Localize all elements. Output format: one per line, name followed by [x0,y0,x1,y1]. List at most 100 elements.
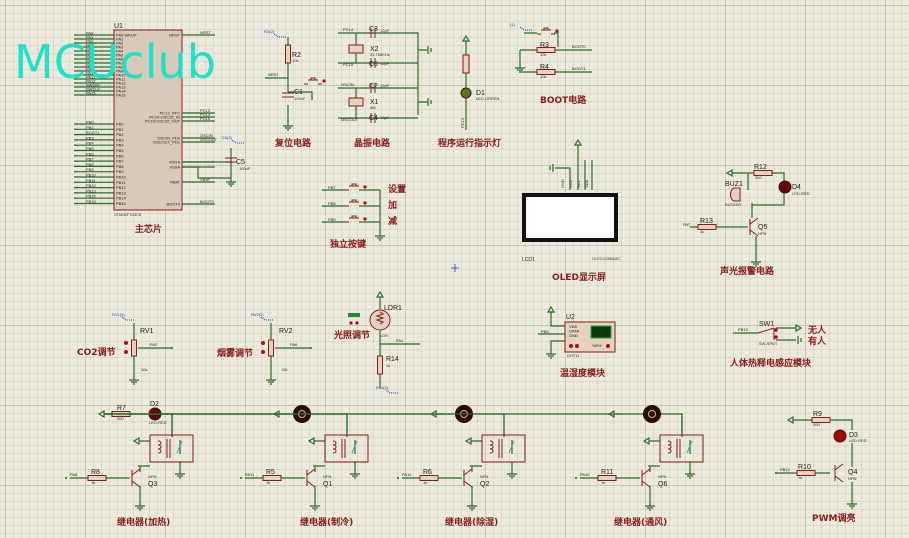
mcu-pin-label: PB1 [116,127,124,132]
transistor-q3[interactable] [131,468,141,488]
resistor-r12[interactable] [753,170,773,176]
transistor-q5[interactable] [749,217,759,237]
mcu-pin-label: PA13 [116,85,126,90]
resistor-r11[interactable] [597,475,617,481]
net-label: PB14 [86,194,97,199]
r9-value: 300 [813,422,820,427]
led-d3[interactable] [833,429,847,443]
net-terminal [240,477,242,479]
push-button-key-0[interactable] [345,183,363,191]
push-button-boot[interactable] [537,27,555,35]
wire [519,32,592,73]
capacitor-c1[interactable] [282,92,294,98]
ldr-up-button[interactable] [355,321,359,325]
capacitor-c5[interactable] [225,157,237,163]
net-terminal [74,197,76,200]
ground-icon [797,336,802,344]
resistor-run-led[interactable] [462,54,470,74]
q4-ref: Q4 [848,469,857,476]
relay-Q3[interactable] [149,434,194,463]
capacitor-c4[interactable] [370,113,376,123]
wire [270,323,311,376]
probe-icon [231,139,244,144]
net-label: PB1 [86,125,94,130]
transistor-q2[interactable] [463,468,473,488]
push-button-key-1[interactable] [345,199,363,207]
power-arrow-icon [795,323,803,333]
temperature-button[interactable] [575,344,579,348]
ground-icon [310,505,320,511]
transistor-q6[interactable] [641,468,651,488]
resistor-r2[interactable] [285,44,291,64]
transistor-q4[interactable] [834,463,844,483]
net-label: PB9 [328,217,336,222]
capacitor-c6[interactable] [370,58,376,68]
pot-up-button[interactable] [261,341,265,345]
net-label: PA10 [86,71,96,76]
transistor-q1[interactable] [306,468,316,488]
resistor-r10[interactable] [796,470,816,476]
ground-icon [546,353,556,359]
relay-contact-icon [508,440,515,454]
relay-Q6[interactable] [659,434,704,463]
ldr1-ref: LDR1 [384,305,402,312]
switch-sw1[interactable] [757,327,775,340]
relay-Q1[interactable] [324,434,369,463]
net-terminal [74,46,76,48]
net-label: PB12 [86,183,97,188]
push-button-key-2[interactable] [345,215,363,223]
net-terminal [74,133,76,136]
capacitor-c2[interactable] [370,83,376,93]
ground-icon [645,505,655,511]
net-label: OSCIN [200,133,213,138]
motor-m3[interactable] [643,405,661,423]
mcu-pin-label: OSCOUT_PD1 [153,140,181,145]
mcu-pin-label: PA0-WKUP [116,33,137,38]
ldr-ldr1[interactable] [369,309,391,331]
net-label: PB8 [86,162,94,167]
net-label: OSCOUT [341,117,359,122]
pot-up-button[interactable] [124,341,128,345]
relay-coil-icon [157,440,162,454]
net-terminal [74,181,76,184]
mcu-pin-label: PA3 [116,45,124,50]
crystal-x2[interactable] [348,44,364,54]
net-label: PA2 [86,39,94,44]
ldr-down-button[interactable] [349,321,353,325]
buzzer-buz1[interactable] [730,187,741,202]
rh-button[interactable] [606,344,610,348]
switch-toggle-down[interactable] [774,335,778,339]
rv1-value: 10k [141,367,147,372]
resistor-r4[interactable] [536,69,556,75]
resistor-r9[interactable] [811,417,831,423]
humidity-button[interactable] [569,344,573,348]
oled-display[interactable] [522,193,618,242]
resistor-r13[interactable] [697,224,717,230]
mcu-u1[interactable] [113,29,183,211]
c4-ref: C4 [369,115,378,122]
resistor-r5[interactable] [262,475,282,481]
switch-toggle-up[interactable] [774,328,778,332]
oled-pin-label: GND [560,179,565,188]
potentiometer-rv2[interactable] [268,339,274,357]
mcu-pin-label: PB12 [116,185,127,190]
pot-down-button[interactable] [124,350,128,354]
capacitor-c3[interactable] [370,28,376,38]
led-d1[interactable] [460,87,472,99]
wire [133,323,172,376]
resistor-r14[interactable] [377,355,383,375]
potentiometer-rv1[interactable] [131,339,137,357]
dht-pin-label: GND [569,333,578,338]
resistor-r8[interactable] [87,475,107,481]
led-d4[interactable] [778,180,792,194]
push-button-reset[interactable] [304,77,322,85]
ldr-display[interactable] [348,313,360,317]
net-label: BOOT1 [86,130,100,135]
resistor-r3[interactable] [536,47,556,53]
wire [182,148,232,179]
crystal-x1[interactable] [348,97,364,107]
resistor-r6[interactable] [419,475,439,481]
relay-Q2[interactable] [481,434,526,463]
pot-down-button[interactable] [261,350,265,354]
